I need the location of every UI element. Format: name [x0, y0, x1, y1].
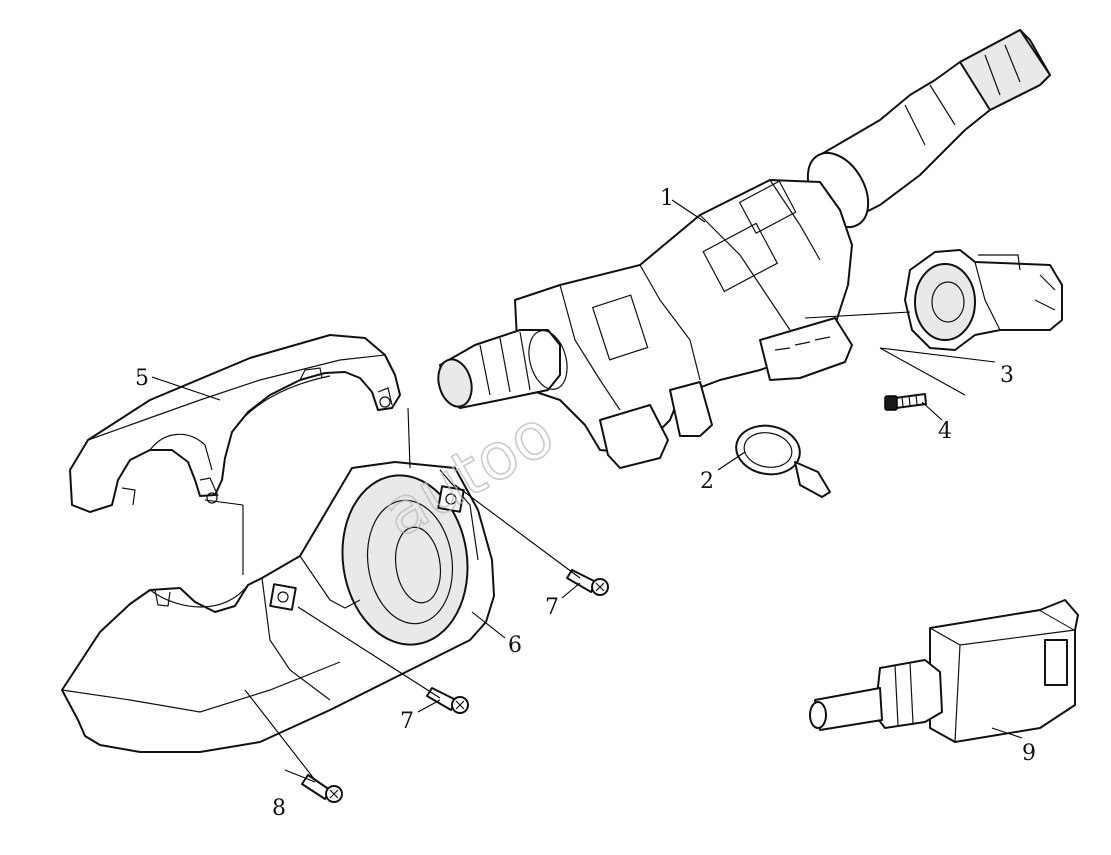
lower-cover-screw: [301, 774, 343, 803]
cover-screw-upper: [566, 569, 609, 596]
callout-7-upper: 7: [545, 595, 559, 620]
lower-column-cover: [61, 461, 495, 753]
callout-3: 3: [1000, 363, 1014, 388]
combination-switch-assembly: [437, 29, 1051, 469]
sensor-screw: [884, 393, 927, 411]
callout-9: 9: [1022, 741, 1036, 766]
callouts: 1 2 3 4 5 6 7 7 8 9: [135, 186, 1036, 821]
callout-5: 5: [135, 366, 149, 391]
clamp-ring: [735, 424, 831, 498]
leader-lines: [151, 199, 1023, 783]
cover-screw-lower: [426, 687, 469, 714]
callout-8: 8: [272, 796, 286, 821]
upper-column-cover: [69, 334, 401, 513]
callout-4: 4: [938, 419, 952, 444]
switch-sensor: [904, 249, 1063, 351]
callout-1: 1: [660, 186, 674, 211]
callout-2: 2: [700, 469, 714, 494]
callout-6: 6: [508, 633, 522, 658]
callout-7-lower: 7: [400, 709, 414, 734]
stop-lamp-switch: [809, 599, 1079, 743]
